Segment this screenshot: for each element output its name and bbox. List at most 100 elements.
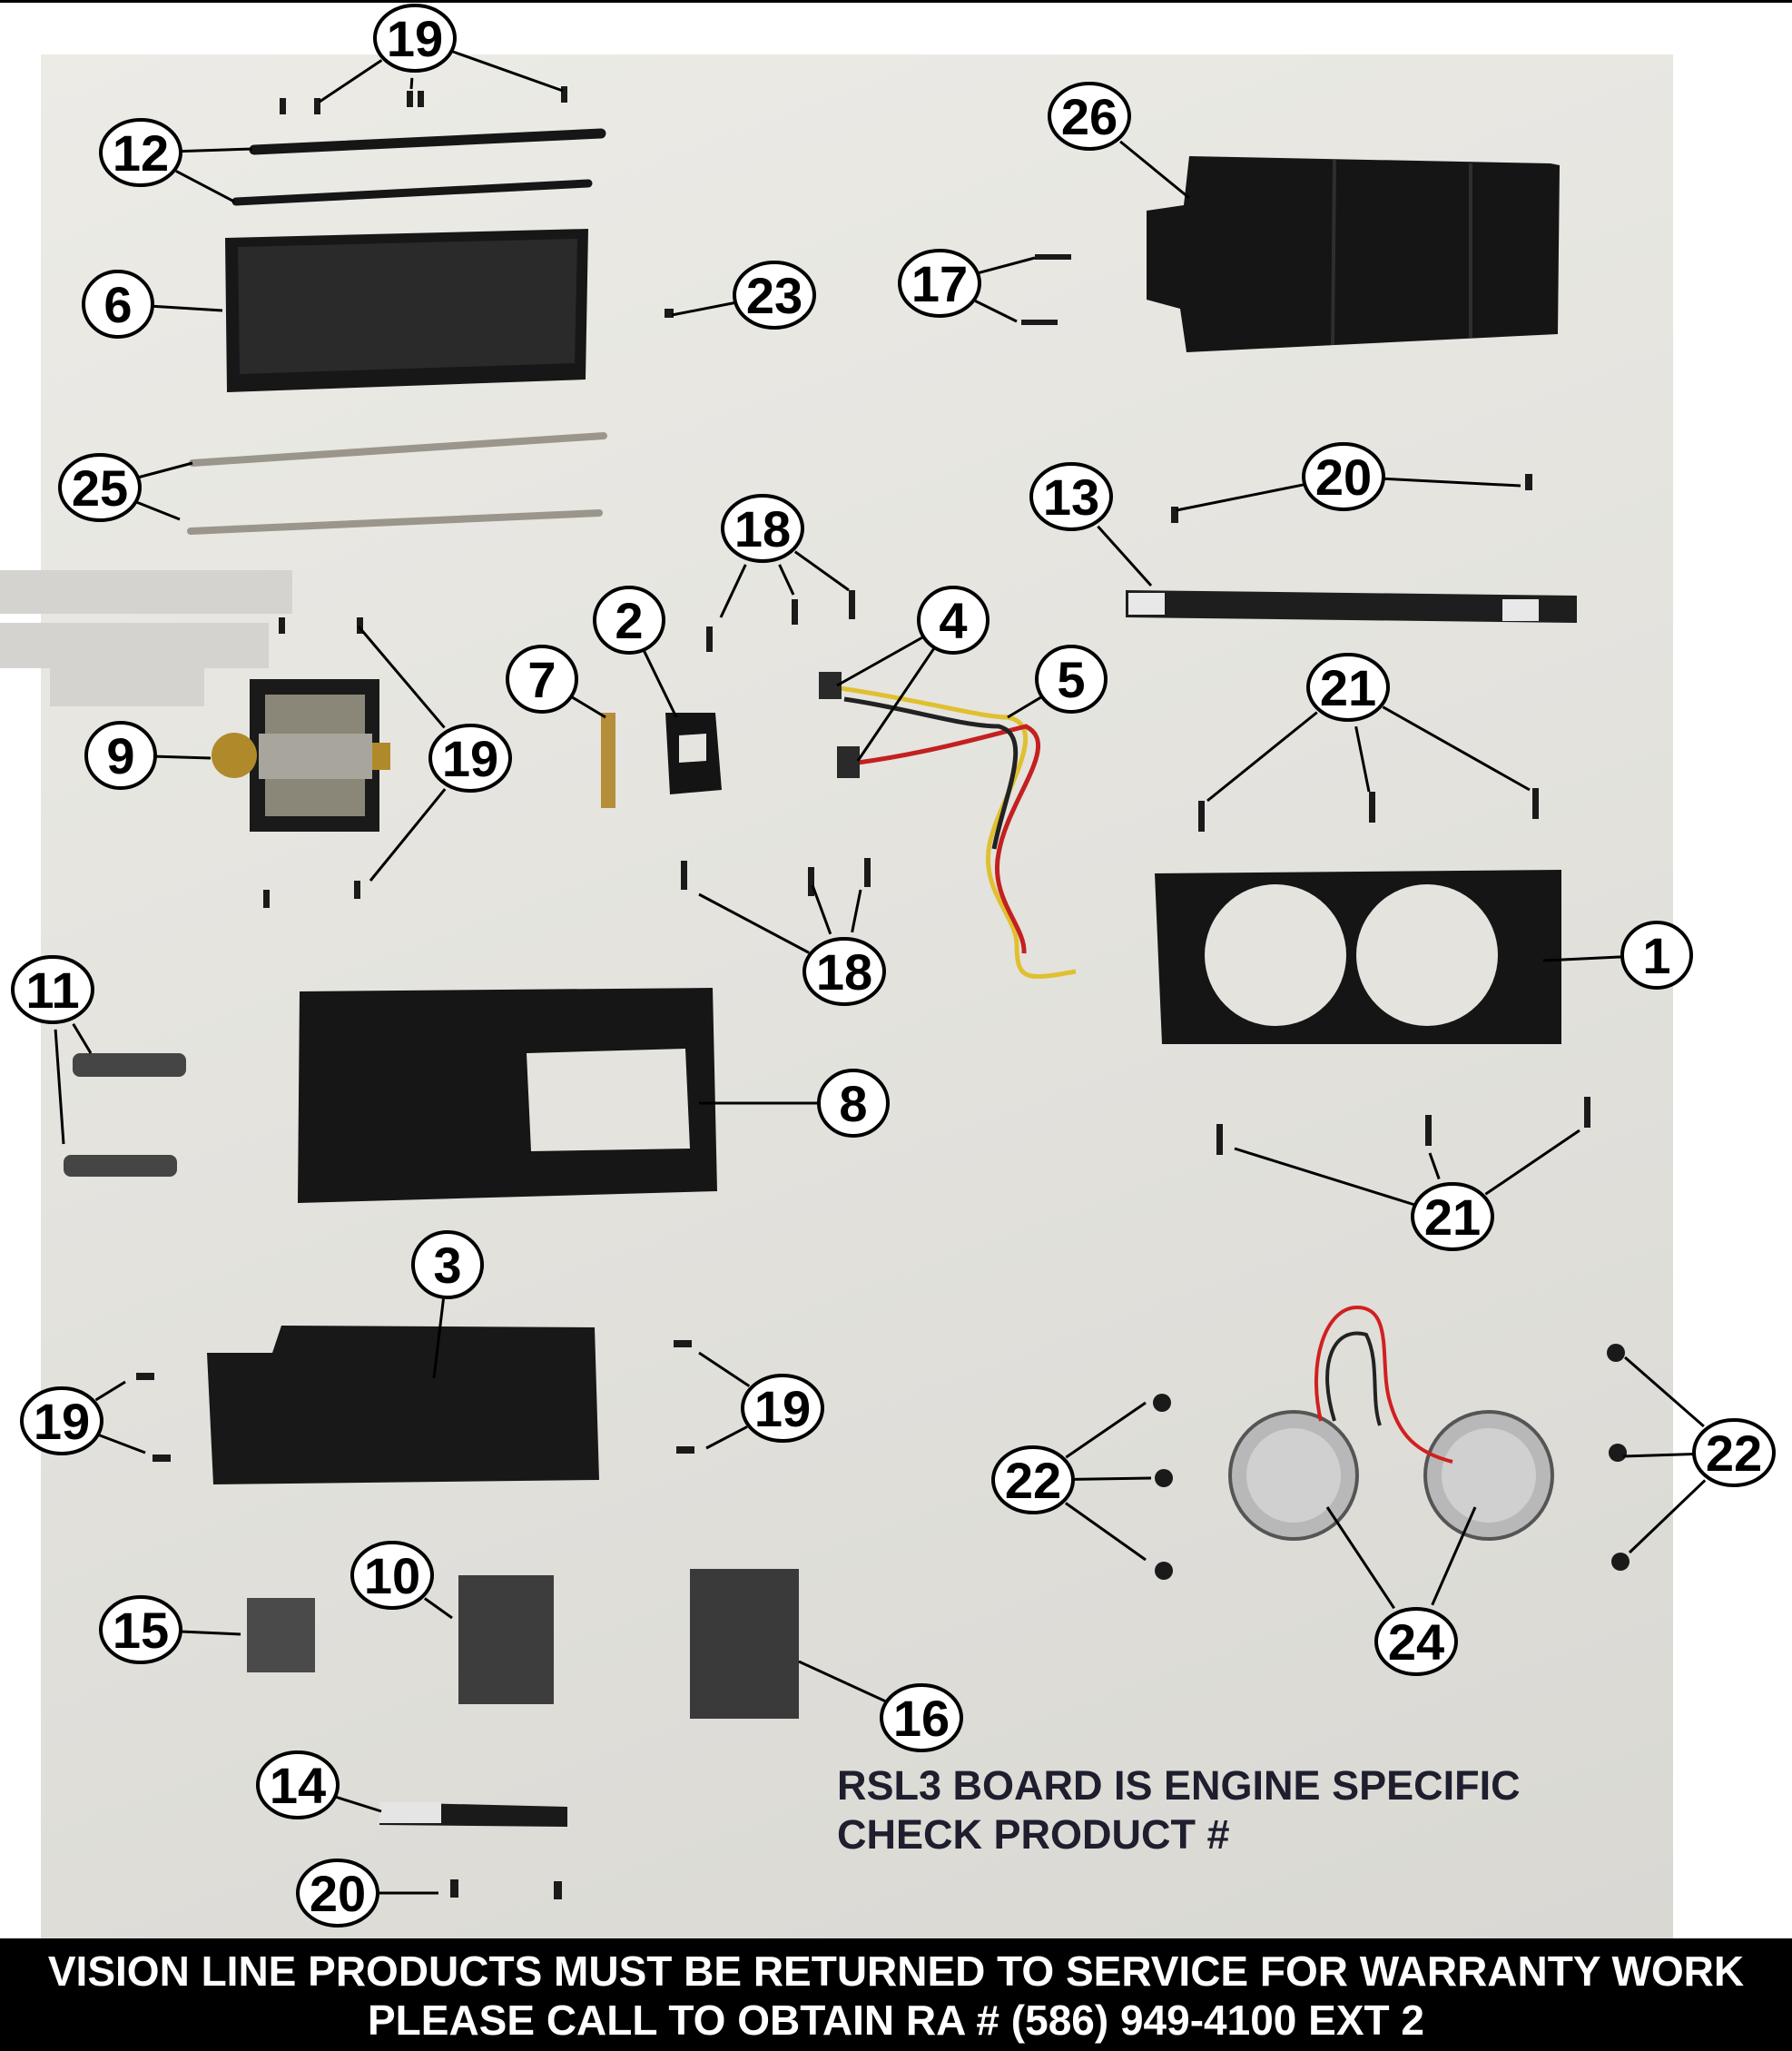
callout-number: 8 bbox=[839, 1075, 867, 1132]
callout-number: 20 bbox=[1315, 449, 1372, 506]
callout-circle bbox=[991, 1445, 1075, 1514]
callout-19: 19 bbox=[20, 1386, 103, 1455]
callout-leader-line bbox=[1234, 1147, 1415, 1207]
callout-leader-line bbox=[1065, 1401, 1147, 1459]
callout-leader-line bbox=[643, 650, 678, 718]
callout-leader-line bbox=[570, 695, 606, 719]
callout-circle bbox=[1411, 1182, 1494, 1251]
callout-22: 22 bbox=[991, 1445, 1075, 1514]
callout-leader-line bbox=[851, 889, 862, 933]
callout-number: 21 bbox=[1320, 659, 1376, 716]
callout-1: 1 bbox=[1620, 921, 1693, 990]
callout-number: 20 bbox=[310, 1865, 366, 1922]
callout-leader-line bbox=[1206, 711, 1318, 803]
callout-number: 19 bbox=[387, 10, 443, 67]
callout-leader-line bbox=[1007, 695, 1043, 719]
callout-22: 22 bbox=[1692, 1418, 1776, 1487]
callout-number: 14 bbox=[270, 1757, 326, 1814]
callout-leader-line bbox=[698, 892, 810, 954]
callout-10: 10 bbox=[350, 1541, 434, 1610]
callout-leader-line bbox=[1097, 525, 1153, 587]
callout-5: 5 bbox=[1035, 645, 1108, 714]
callout-number: 3 bbox=[433, 1237, 461, 1294]
part-10-board bbox=[458, 1575, 554, 1704]
callout-21: 21 bbox=[1306, 653, 1390, 722]
callout-number: 10 bbox=[364, 1547, 420, 1604]
part-15-board bbox=[247, 1598, 315, 1672]
callout-leaders bbox=[54, 50, 1707, 1895]
callout-12: 12 bbox=[99, 118, 182, 187]
note-line-1: RSL3 BOARD IS ENGINE SPECIFIC bbox=[837, 1762, 1521, 1809]
callout-leader-line bbox=[798, 1660, 886, 1702]
callout-leader-line bbox=[94, 1380, 126, 1402]
callout-leader-line bbox=[811, 884, 832, 935]
gray-overlay bbox=[0, 570, 292, 614]
callout-leader-line bbox=[154, 754, 212, 760]
callout-leader-line bbox=[98, 1434, 146, 1454]
part-12-rails bbox=[231, 128, 606, 206]
callout-leader-line bbox=[152, 304, 223, 312]
callout-circle bbox=[802, 937, 886, 1006]
callout-leader-line bbox=[319, 59, 383, 104]
callout-21: 21 bbox=[1411, 1182, 1494, 1251]
callout-19: 19 bbox=[741, 1374, 824, 1443]
callout-circle bbox=[593, 586, 665, 655]
callout-leader-line bbox=[778, 564, 795, 596]
callout-number: 1 bbox=[1642, 927, 1670, 984]
callout-4: 4 bbox=[917, 586, 990, 655]
part-13-light-board bbox=[1126, 590, 1577, 623]
callout-leader-line bbox=[1383, 477, 1521, 488]
callout-circle bbox=[1692, 1418, 1776, 1487]
callout-leader-line bbox=[1176, 483, 1305, 512]
callout-leader-line bbox=[1484, 1129, 1580, 1196]
callout-number: 9 bbox=[106, 727, 134, 784]
callout-circle bbox=[506, 645, 578, 714]
part-8-frame bbox=[298, 988, 717, 1203]
callout-circle bbox=[11, 955, 94, 1024]
callout-leader-line bbox=[451, 50, 564, 93]
part-6-foam-pad bbox=[225, 229, 588, 392]
callout-circle bbox=[82, 270, 154, 339]
callout-leader-line bbox=[180, 147, 253, 153]
part-1-speaker-mount bbox=[1155, 870, 1561, 1044]
note-line-2: CHECK PRODUCT # bbox=[837, 1811, 1230, 1858]
callout-circle bbox=[99, 118, 182, 187]
part-25-rods bbox=[187, 432, 607, 535]
callout-leader-line bbox=[856, 647, 935, 762]
callout-circle bbox=[1035, 645, 1108, 714]
callout-leader-line bbox=[335, 1795, 382, 1813]
callout-number: 23 bbox=[746, 267, 802, 324]
callout-26: 26 bbox=[1048, 82, 1131, 151]
callout-leader-line bbox=[974, 300, 1018, 323]
callout-2: 2 bbox=[593, 586, 665, 655]
callout-circle bbox=[99, 1595, 182, 1664]
callout-leader-line bbox=[72, 1022, 93, 1054]
callout-circle bbox=[256, 1750, 340, 1819]
callout-13: 13 bbox=[1029, 462, 1113, 531]
part-9-motor bbox=[212, 679, 390, 832]
callout-leader-line bbox=[978, 256, 1036, 275]
callout-leader-line bbox=[180, 1630, 241, 1636]
callout-leader-line bbox=[369, 788, 447, 882]
small-screws bbox=[136, 86, 1630, 1899]
callout-leader-line bbox=[1382, 705, 1531, 792]
top-border bbox=[0, 0, 1792, 3]
callout-leader-line bbox=[671, 301, 736, 317]
callout-number: 17 bbox=[911, 255, 968, 312]
part-4-5-wiring bbox=[819, 672, 1077, 979]
callout-leader-line bbox=[1542, 955, 1623, 962]
callout-number: 24 bbox=[1388, 1613, 1444, 1671]
callout-16: 16 bbox=[880, 1683, 963, 1752]
callout-leader-line bbox=[54, 1029, 65, 1145]
callout-number: 4 bbox=[939, 592, 967, 649]
callout-18: 18 bbox=[802, 937, 886, 1006]
part-2-bracket bbox=[665, 713, 722, 794]
callout-number: 12 bbox=[113, 124, 169, 182]
callout-circle bbox=[1302, 442, 1385, 511]
callout-circle bbox=[741, 1374, 824, 1443]
callout-leader-line bbox=[1624, 1356, 1705, 1428]
callout-19: 19 bbox=[373, 4, 457, 73]
callout-number: 7 bbox=[527, 651, 556, 708]
banner-line-2: PLEASE CALL TO OBTAIN RA # (586) 949-410… bbox=[368, 1997, 1424, 2044]
callout-number: 5 bbox=[1057, 651, 1085, 708]
